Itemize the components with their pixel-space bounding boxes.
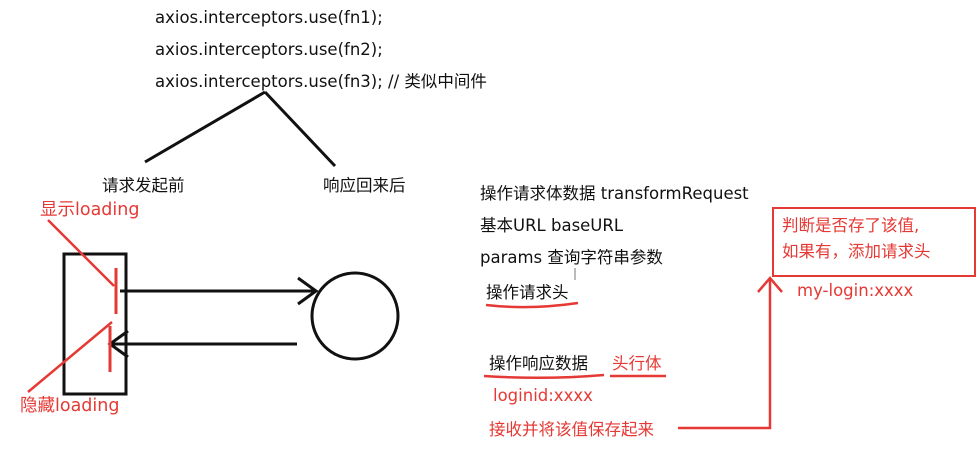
save-value-note: 接收并将该值保存起来 bbox=[489, 420, 654, 439]
code-line-2: axios.interceptors.use(fn2); bbox=[155, 40, 383, 59]
code-line-3: axios.interceptors.use(fn3); // 类似中间件 bbox=[155, 72, 487, 91]
show-loading-label: 显示loading bbox=[40, 200, 140, 220]
before-request-label: 请求发起前 bbox=[102, 176, 185, 195]
tree-branch-left bbox=[144, 90, 266, 164]
callout-box: 判断是否存了该值, 如果有，添加请求头 bbox=[772, 207, 976, 277]
head-row-body-note: 头行体 bbox=[612, 354, 662, 373]
headers-underline bbox=[485, 301, 579, 309]
response-data-underline bbox=[483, 373, 605, 380]
loginid-note: loginid:xxxx bbox=[493, 386, 593, 405]
show-loading-pointer bbox=[47, 219, 115, 287]
header-value-note: my-login:xxxx bbox=[797, 281, 914, 300]
tree-branch-right bbox=[263, 90, 337, 168]
after-response-label: 响应回来后 bbox=[323, 176, 406, 195]
request-arrow-head bbox=[297, 276, 319, 306]
client-box bbox=[62, 252, 128, 396]
save-to-callout-connector bbox=[678, 278, 772, 430]
base-url-note: 基本URL baseURL bbox=[480, 216, 624, 235]
save-to-callout-arrow-head bbox=[757, 276, 783, 293]
response-data-note: 操作响应数据 bbox=[489, 354, 588, 373]
hide-loading-label: 隐藏loading bbox=[20, 396, 120, 416]
callout-line-2: 如果有，添加请求头 bbox=[782, 242, 931, 261]
server-circle bbox=[310, 271, 400, 361]
transform-request-note: 操作请求体数据 transformRequest bbox=[480, 184, 749, 203]
params-note: params 查询字符串参数 bbox=[480, 248, 663, 267]
callout-line-1: 判断是否存了该值, bbox=[782, 216, 920, 235]
code-line-1: axios.interceptors.use(fn1); bbox=[155, 8, 383, 27]
request-headers-note: 操作请求头 bbox=[486, 283, 569, 302]
hide-loading-pointer bbox=[27, 321, 113, 393]
